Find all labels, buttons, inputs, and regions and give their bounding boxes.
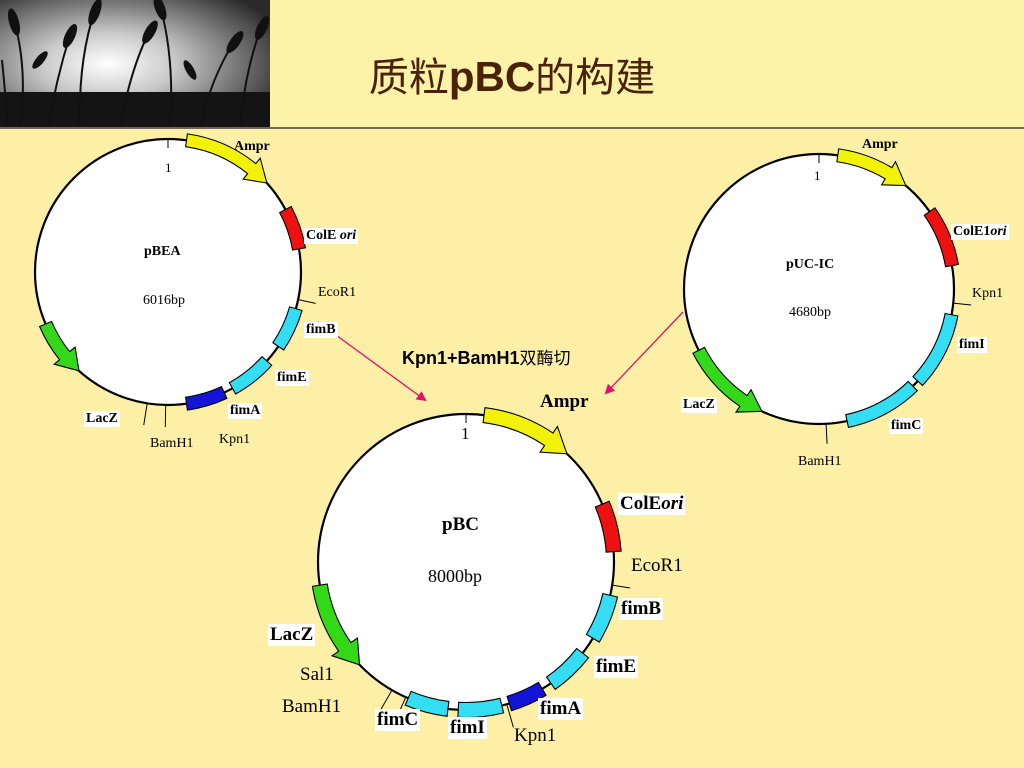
pbea-ori-segment (278, 205, 307, 251)
pbea-ecor1-tick (297, 299, 316, 304)
pbc-ecor1-tick (612, 584, 631, 589)
pbea-fimb-gene (272, 306, 303, 351)
pbc-ori-text: ori (661, 493, 684, 514)
pbea-ecor1-label: EcoR1 (318, 285, 357, 300)
pbea-bamh1-label: BamH1 (150, 436, 194, 451)
pbc-kpn1-label: Kpn1 (514, 725, 557, 746)
pbea-cole-label: ColE ori (304, 228, 359, 244)
pbc-fimi-label: fimI (448, 717, 487, 739)
pbea-fime-label: fimE (275, 370, 309, 386)
puc-ic-size: 4680bp (789, 305, 831, 320)
puc-ic-ampr-label: Ampr (862, 137, 898, 152)
pbc-ampr-label: Ampr (540, 391, 589, 412)
puc-ic-lacz-label: LacZ (681, 397, 717, 413)
title-divider (0, 127, 1024, 129)
puc-ic-fimc-label: fimC (889, 418, 924, 434)
pbea-lacz-gene (38, 320, 80, 372)
enzyme-digest-label: Kpn1+BamH1双酶切 (402, 344, 571, 369)
puc-ori-segment (923, 207, 959, 268)
pbc-fime-label: fimE (594, 656, 639, 678)
pbc-lacz-label: LacZ (268, 624, 316, 646)
enzyme-names: Kpn1+BamH1 (402, 348, 520, 368)
pbc-fime-gene (545, 647, 590, 691)
pbc-fimc-gene (404, 690, 450, 717)
pbc-fima-label: fimA (538, 698, 584, 720)
enzyme-digest-text: 双酶切 (519, 349, 571, 369)
pbea-ampr-label: Ampr (234, 139, 270, 154)
pbc-ampr-gene (482, 407, 568, 455)
puc-ic-cole-label: ColE1ori (951, 224, 1009, 240)
puc-ic-cole-text: ColE1 (953, 224, 991, 239)
pbea-ampr-gene (184, 133, 268, 184)
pbc-ori-segment (594, 500, 622, 553)
puc-ic-start: 1 (814, 168, 821, 183)
pbea-kpn1-label: Kpn1 (219, 432, 251, 447)
pbea-ori-text: ori (339, 228, 357, 243)
pbea-size: 6016bp (143, 293, 185, 308)
pbc-lacz-gene (311, 583, 361, 666)
pbc-fima-gene (506, 681, 547, 712)
pbc-kpn1-tick (506, 704, 514, 728)
puc-kpn1-tick (953, 302, 972, 306)
puc-ic-bamh1-label: BamH1 (798, 454, 842, 469)
pbea-fima-gene (184, 385, 228, 411)
puc-ic-name: pUC-IC (786, 257, 835, 272)
pbea-start: 1 (165, 160, 172, 175)
puc-ic-fimi-label: fimI (957, 337, 987, 353)
puc-fimc-gene (845, 380, 919, 429)
puc-bamh1-tick (825, 423, 828, 444)
pbc-bamh1-label: BamH1 (282, 696, 342, 717)
pbc-fimb-label: fimB (619, 598, 664, 620)
pbc-sal1-tick (379, 689, 393, 712)
pbea-fimb-label: fimB (304, 322, 338, 338)
title-plasmid-name: pBC (448, 53, 536, 100)
pbc-start: 1 (461, 424, 470, 443)
pbc-size: 8000bp (428, 566, 482, 586)
pbc-cole-label: ColEori (618, 493, 686, 515)
pbc-sal1-label: Sal1 (300, 664, 334, 685)
pbc-fimb-gene (585, 592, 619, 643)
pbc-cole-text: ColE (620, 493, 662, 514)
pbc-ecor1-label: EcoR1 (631, 555, 683, 576)
pbea-bamh1-tick (143, 403, 148, 426)
pbc-fimi-gene (457, 697, 505, 719)
puc-lacz-gene (692, 346, 763, 413)
puc-ic-kpn1-label: Kpn1 (972, 286, 1004, 301)
title-prefix: 质粒 (368, 55, 449, 101)
pbea-fime-gene (228, 355, 273, 395)
pbea-cole-text: ColE (306, 228, 337, 243)
puc-fimi-gene (912, 312, 959, 387)
pbea-lacz-label: LacZ (84, 411, 120, 427)
title-suffix: 的构建 (535, 55, 656, 101)
puc-ic-ori-text: ori (990, 224, 1007, 239)
pbea-name: pBEA (144, 244, 181, 259)
pbc-name: pBC (442, 514, 479, 535)
slide-title: 质粒pBC的构建 (0, 45, 1024, 103)
wheat-photo (0, 0, 270, 128)
arrow-from-puc-ic (604, 311, 684, 395)
puc-ampr-gene (836, 148, 907, 187)
pbc-fimc-label: fimC (375, 709, 421, 731)
pbea-fima-label: fimA (228, 403, 263, 419)
